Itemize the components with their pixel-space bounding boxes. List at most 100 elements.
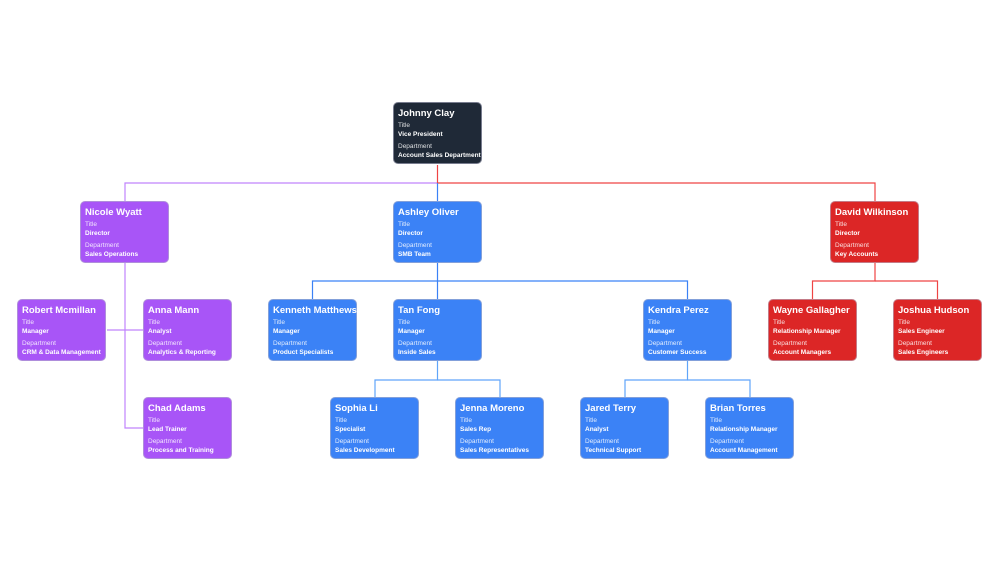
department-label: Department: [398, 340, 432, 347]
operations-connectors: [107, 182, 438, 429]
department-value: CRM & Data Management: [22, 349, 101, 356]
department-label: Department: [648, 340, 682, 347]
department-label: Department: [148, 438, 182, 445]
department-value: Sales Operations: [85, 251, 139, 258]
title-label: Title: [773, 319, 786, 326]
title-value: Lead Trainer: [148, 426, 187, 433]
department-label: Department: [773, 340, 807, 347]
employee-name: Wayne Gallagher: [773, 305, 850, 316]
title-label: Title: [398, 122, 411, 129]
title-value: Manager: [398, 328, 425, 335]
title-label: Title: [398, 221, 411, 228]
title-label: Title: [335, 417, 348, 424]
employee-name: Ashley Oliver: [398, 207, 459, 218]
department-value: Account Sales Department: [398, 152, 481, 159]
title-label: Title: [648, 319, 661, 326]
department-label: Department: [273, 340, 307, 347]
department-value: Process and Training: [148, 447, 214, 454]
title-label: Title: [585, 417, 598, 424]
title-label: Title: [273, 319, 286, 326]
smb-connectors: [311, 183, 689, 299]
department-label: Department: [460, 438, 494, 445]
department-value: Sales Development: [335, 447, 395, 454]
employee-name: Jenna Moreno: [460, 403, 525, 414]
title-value: Analyst: [148, 328, 172, 335]
title-value: Relationship Manager: [773, 328, 841, 335]
title-value: Analyst: [585, 426, 609, 433]
department-value: Customer Success: [648, 349, 707, 356]
title-label: Title: [398, 319, 411, 326]
employee-name: Chad Adams: [148, 403, 206, 414]
employee-name: Kenneth Matthews: [273, 305, 357, 316]
department-value: Account Management: [710, 447, 778, 454]
smb-sub-connectors: [374, 361, 751, 397]
title-value: Specialist: [335, 426, 366, 433]
department-label: Department: [585, 438, 619, 445]
employee-name: Jared Terry: [585, 403, 637, 414]
title-value: Vice President: [398, 131, 443, 138]
department-value: Inside Sales: [398, 349, 436, 356]
title-label: Title: [148, 417, 161, 424]
title-label: Title: [148, 319, 161, 326]
department-value: Sales Engineers: [898, 349, 949, 356]
title-value: Manager: [273, 328, 300, 335]
employee-name: Nicole Wyatt: [85, 207, 142, 218]
department-label: Department: [148, 340, 182, 347]
title-value: Manager: [648, 328, 675, 335]
title-label: Title: [460, 417, 473, 424]
department-label: Department: [398, 143, 432, 150]
title-value: Director: [85, 230, 110, 237]
employee-name: Joshua Hudson: [898, 305, 970, 316]
department-value: SMB Team: [398, 251, 431, 258]
employee-name: Brian Torres: [710, 403, 766, 414]
title-label: Title: [710, 417, 723, 424]
department-value: Analytics & Reporting: [148, 349, 216, 356]
title-value: Sales Rep: [460, 426, 492, 433]
title-label: Title: [22, 319, 35, 326]
employee-name: Anna Mann: [148, 305, 200, 316]
employee-name: Kendra Perez: [648, 305, 709, 316]
department-label: Department: [22, 340, 56, 347]
title-value: Sales Engineer: [898, 328, 945, 335]
title-value: Director: [398, 230, 423, 237]
department-label: Department: [835, 242, 869, 249]
employee-name: Sophia Li: [335, 403, 378, 414]
title-label: Title: [85, 221, 98, 228]
department-label: Department: [898, 340, 932, 347]
department-label: Department: [335, 438, 369, 445]
title-value: Relationship Manager: [710, 426, 778, 433]
title-value: Director: [835, 230, 860, 237]
department-label: Department: [85, 242, 119, 249]
employee-name: Robert Mcmillan: [22, 305, 96, 316]
employee-name: Johnny Clay: [398, 108, 455, 119]
department-value: Account Managers: [773, 349, 832, 356]
key-accounts-connectors: [436, 165, 939, 299]
department-value: Product Specialists: [273, 349, 334, 356]
title-label: Title: [835, 221, 848, 228]
title-value: Manager: [22, 328, 49, 335]
department-value: Technical Support: [585, 447, 642, 454]
title-label: Title: [898, 319, 911, 326]
department-value: Key Accounts: [835, 251, 879, 258]
employee-name: Tan Fong: [398, 305, 441, 316]
department-label: Department: [710, 438, 744, 445]
employee-name: David Wilkinson: [835, 207, 909, 218]
department-label: Department: [398, 242, 432, 249]
